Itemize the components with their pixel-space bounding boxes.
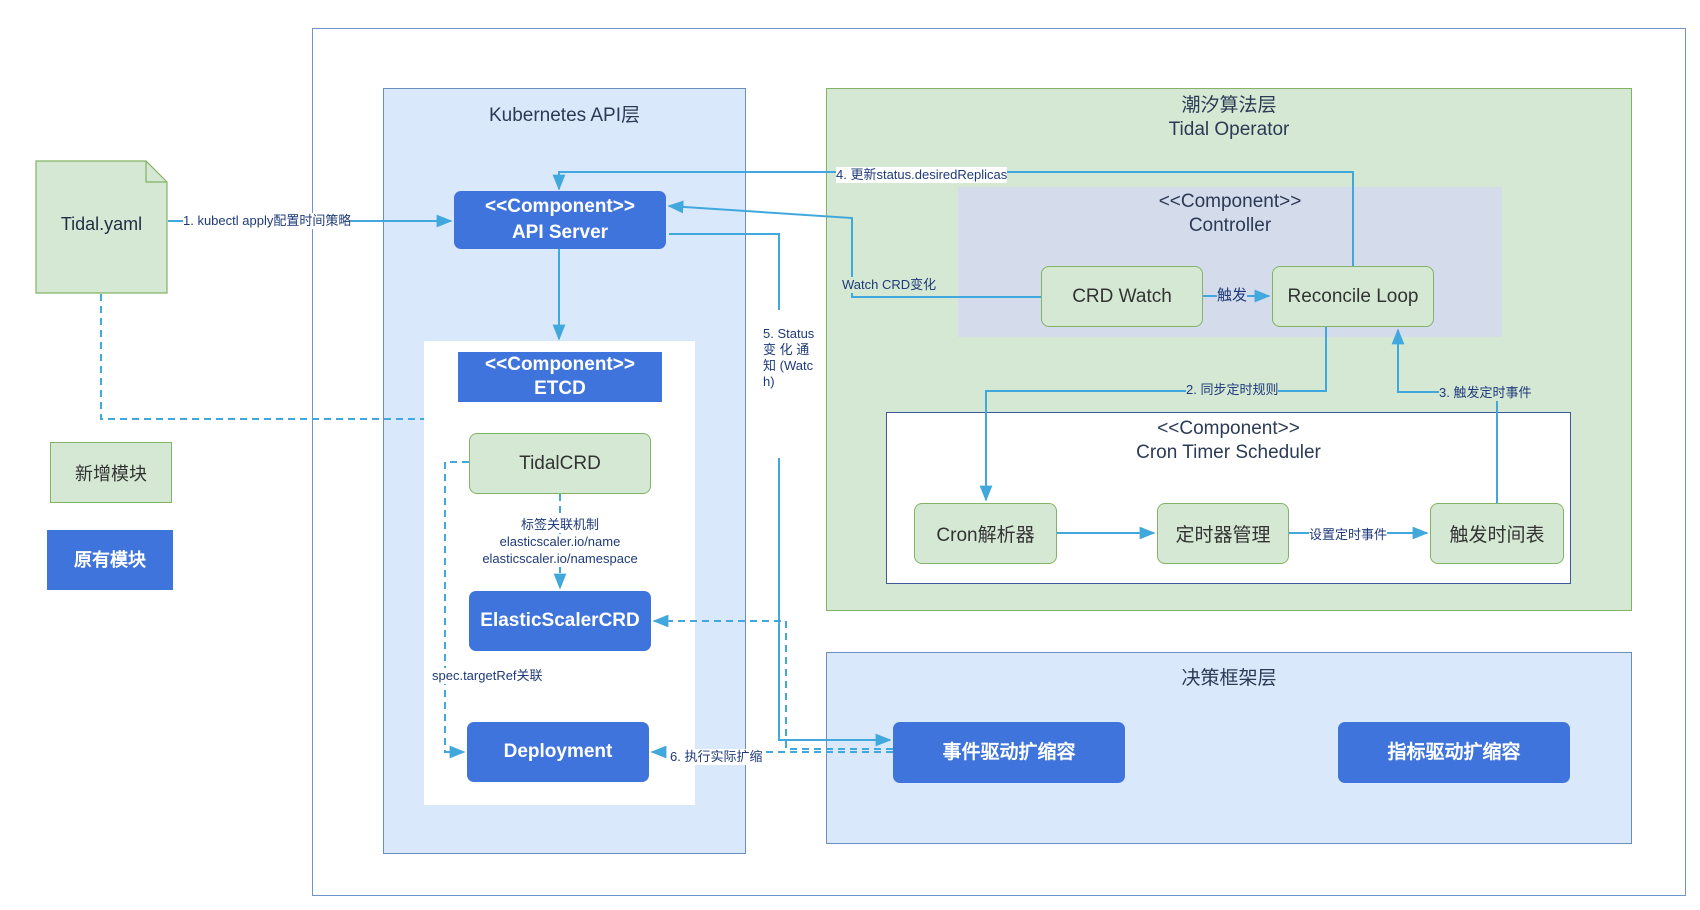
label-status-notify: 5. Status 变 化 通 知 (Watch)	[763, 326, 821, 390]
timer-manager-node[interactable]: 定时器管理	[1157, 503, 1289, 564]
label-set-timer-event: 设置定时事件	[1309, 527, 1388, 543]
etcd-component[interactable]: <<Component>> ETCD	[458, 352, 662, 402]
deployment-label: Deployment	[503, 741, 613, 762]
tidal-crd-node[interactable]: TidalCRD	[469, 433, 651, 494]
label-sync-rules: 2. 同步定时规则	[1186, 382, 1279, 398]
label-spec-target-ref: spec.targetRef关联	[432, 668, 543, 684]
tidal-crd-label: TidalCRD	[519, 452, 601, 474]
timer-manager-label: 定时器管理	[1175, 525, 1271, 546]
label-execute-scale: 6. 执行实际扩缩	[670, 749, 763, 765]
api-server-stereotype: <<Component>>	[485, 196, 635, 217]
cron-parser-node[interactable]: Cron解析器	[914, 503, 1057, 564]
etcd-stereotype: <<Component>>	[485, 354, 635, 375]
cron-title: Cron Timer Scheduler	[1136, 442, 1321, 463]
elastic-scaler-crd-label: ElasticScalerCRD	[480, 610, 640, 631]
trigger-table-label: 触发时间表	[1449, 525, 1545, 546]
label-label-mechanism: 标签关联机制	[450, 517, 670, 533]
legend-existing-module-label: 原有模块	[74, 550, 146, 570]
elastic-scaler-crd-node[interactable]: ElasticScalerCRD	[469, 591, 651, 651]
cron-parser-label: Cron解析器	[936, 525, 1035, 546]
label-label-name: elasticscaler.io/name	[450, 534, 670, 550]
outer-frame	[312, 28, 1686, 896]
label-trigger-event: 3. 触发定时事件	[1439, 385, 1532, 401]
metric-driven-scaler-label: 指标驱动扩缩容	[1387, 741, 1521, 763]
reconcile-loop-node[interactable]: Reconcile Loop	[1272, 266, 1434, 327]
event-driven-scaler-label: 事件驱动扩缩容	[942, 741, 1076, 763]
legend-new-module: 新增模块	[50, 442, 172, 503]
label-watch-crd: Watch CRD变化	[842, 277, 937, 293]
label-update-status: 4. 更新status.desiredReplicas	[836, 167, 1008, 183]
tidal-layer-title-cn: 潮汐算法层	[1181, 95, 1277, 116]
tidal-yaml-document	[35, 160, 168, 294]
label-trigger: 触发	[1217, 287, 1248, 304]
api-server-component[interactable]: <<Component>> API Server	[454, 191, 666, 249]
legend-existing-module: 原有模块	[47, 530, 173, 590]
label-label-namespace: elasticscaler.io/namespace	[450, 551, 670, 567]
controller-title: Controller	[1188, 215, 1272, 236]
label-kubectl-apply: 1. kubectl apply配置时间策略	[183, 213, 352, 229]
controller-stereotype: <<Component>>	[1158, 191, 1302, 212]
decision-layer-title: 决策框架层	[1181, 668, 1277, 689]
cron-stereotype: <<Component>>	[1157, 418, 1300, 439]
legend-new-module-label: 新增模块	[75, 463, 147, 484]
metric-driven-scaler-node[interactable]: 指标驱动扩缩容	[1338, 722, 1570, 783]
crd-watch-node[interactable]: CRD Watch	[1041, 266, 1203, 327]
event-driven-scaler-node[interactable]: 事件驱动扩缩容	[893, 722, 1125, 783]
api-server-label: API Server	[511, 222, 609, 243]
tidal-layer-title-en: Tidal Operator	[1168, 119, 1290, 140]
kubernetes-api-layer-title: Kubernetes API层	[488, 105, 641, 126]
deployment-node[interactable]: Deployment	[467, 722, 649, 782]
crd-watch-label: CRD Watch	[1072, 285, 1172, 307]
reconcile-loop-label: Reconcile Loop	[1287, 285, 1419, 307]
tidal-yaml-label: Tidal.yaml	[60, 214, 143, 234]
etcd-label: ETCD	[534, 378, 586, 399]
trigger-table-node[interactable]: 触发时间表	[1430, 503, 1564, 564]
